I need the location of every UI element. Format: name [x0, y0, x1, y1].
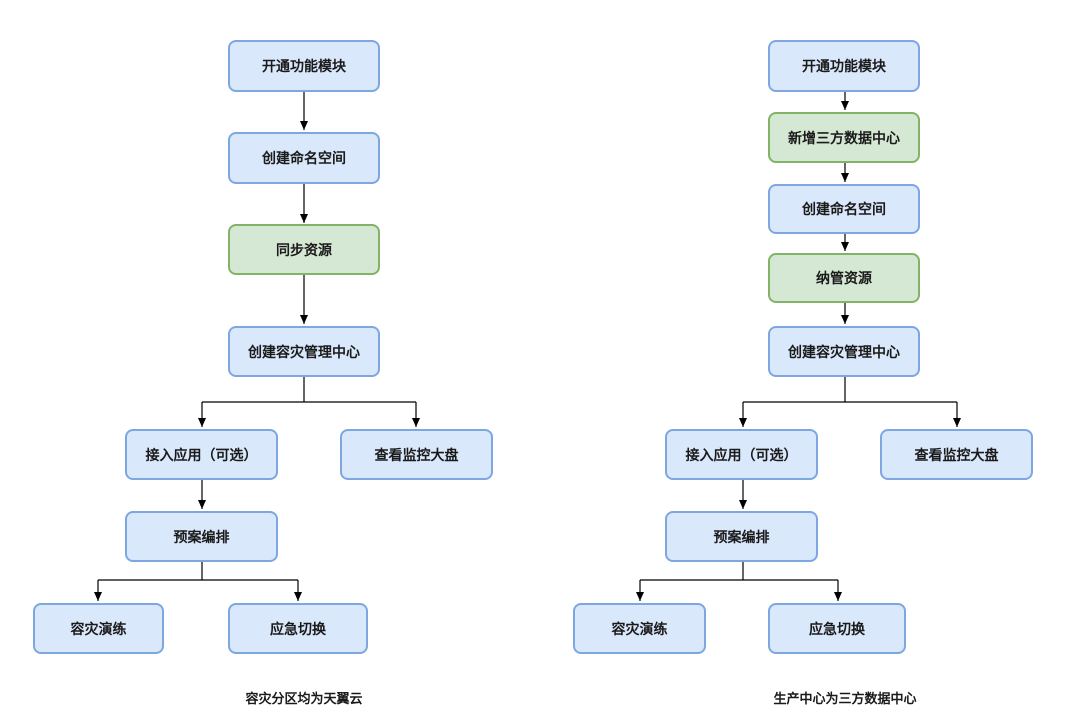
left-caption: 容灾分区均为天翼云	[245, 692, 363, 707]
right-node-create-namespace[interactable]: 创建命名空间	[768, 184, 920, 234]
right-node-dr-drill[interactable]: 容灾演练	[573, 603, 706, 654]
left-node-create-dr-center[interactable]: 创建容灾管理中心	[228, 326, 380, 377]
left-node-sync-resources[interactable]: 同步资源	[228, 224, 380, 275]
right-connector-drcenter-stem	[743, 377, 957, 403]
left-node-open-module[interactable]: 开通功能模块	[228, 40, 380, 92]
left-node-dr-drill[interactable]: 容灾演练	[33, 603, 164, 654]
right-node-emergency-switch[interactable]: 应急切换	[768, 603, 906, 654]
left-node-create-namespace[interactable]: 创建命名空间	[228, 132, 380, 184]
right-node-view-dashboard[interactable]: 查看监控大盘	[880, 429, 1033, 480]
right-node-create-dr-center[interactable]: 创建容灾管理中心	[768, 326, 920, 377]
left-connector-drcenter-stem	[202, 377, 416, 403]
left-node-plan-orchestration[interactable]: 预案编排	[125, 511, 278, 562]
left-node-connect-app[interactable]: 接入应用（可选）	[125, 429, 278, 480]
right-node-connect-app[interactable]: 接入应用（可选）	[665, 429, 818, 480]
right-node-plan-orchestration[interactable]: 预案编排	[665, 511, 818, 562]
left-node-emergency-switch[interactable]: 应急切换	[228, 603, 368, 654]
right-node-manage-resources[interactable]: 纳管资源	[768, 253, 920, 303]
left-node-view-dashboard[interactable]: 查看监控大盘	[340, 429, 493, 480]
left-connector-plan-branch	[98, 562, 298, 581]
right-caption: 生产中心为三方数据中心	[773, 692, 917, 707]
right-node-add-third-party-dc[interactable]: 新增三方数据中心	[768, 112, 920, 163]
right-node-open-module[interactable]: 开通功能模块	[768, 40, 920, 92]
right-connector-plan-branch	[640, 562, 838, 581]
